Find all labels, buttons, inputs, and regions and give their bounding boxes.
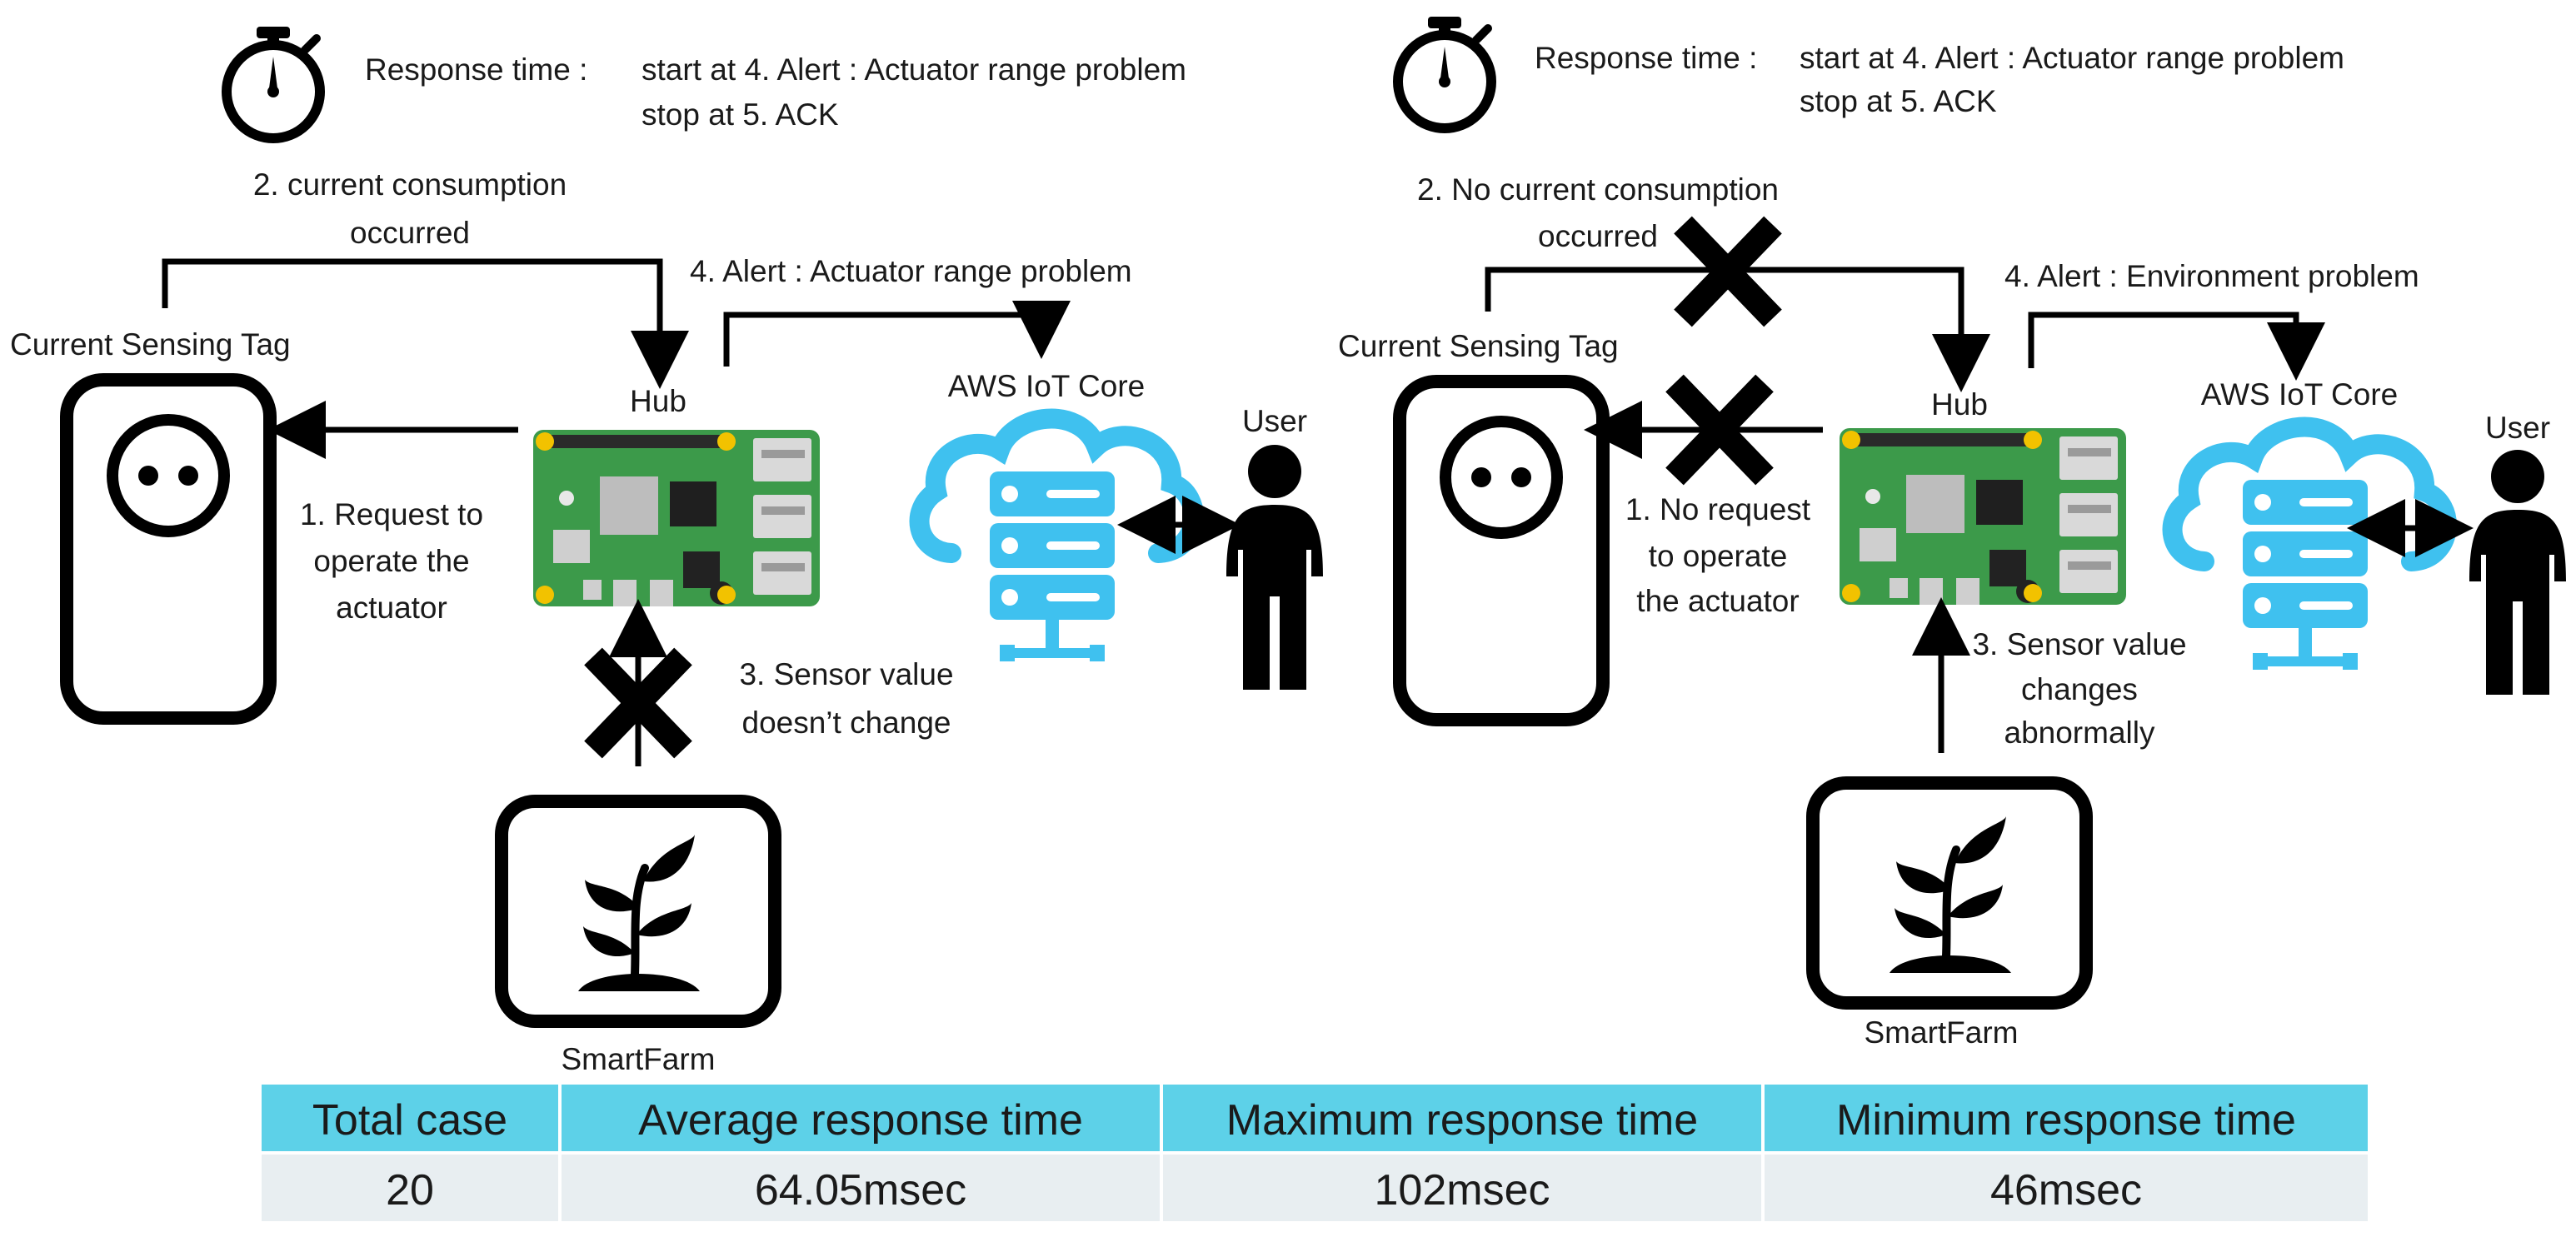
header-average-time: Average response time — [638, 1096, 1083, 1145]
step1-line2: operate the — [313, 544, 469, 578]
step3-line2: changes — [2021, 672, 2138, 706]
response-label: Response time : — [1535, 41, 1757, 75]
user-label: User — [2485, 411, 2550, 445]
step1-line1: 1. Request to — [300, 497, 483, 531]
raspberry-pi-board-icon — [533, 430, 820, 606]
user-icon — [2469, 450, 2566, 695]
response-label: Response time : — [365, 52, 587, 87]
header-cell — [262, 1085, 558, 1151]
header-minimum-time: Minimum response time — [1836, 1096, 2296, 1145]
step3-line1: 3. Sensor value — [1972, 627, 2186, 661]
farm-label: SmartFarm — [1865, 1015, 2019, 1050]
value-minimum-time: 46msec — [1990, 1166, 2142, 1215]
response-start-text: start at 4. Alert : Actuator range probl… — [642, 52, 1186, 87]
plant-icon — [502, 801, 775, 1021]
step4-text: 4. Alert : Environment problem — [2004, 259, 2419, 293]
step1-line1: 1. No request — [1625, 492, 1811, 526]
cloud-server-icon — [2173, 427, 2447, 670]
step2-line1: 2. current consumption — [253, 167, 567, 202]
step1-line2: to operate — [1649, 539, 1788, 573]
step1-line3: the actuator — [1636, 584, 1799, 618]
value-cell — [262, 1155, 558, 1221]
alert-arrow — [723, 301, 1071, 367]
response-start-text: start at 4. Alert : Actuator range probl… — [1800, 41, 2344, 75]
right-panel: Response time : start at 4. Alert : Actu… — [1338, 17, 2566, 1050]
value-maximum-time: 102msec — [1375, 1166, 1550, 1215]
step3-line1: 3. Sensor value — [739, 657, 953, 691]
stopwatch-icon — [1398, 17, 1491, 128]
response-stop-text: stop at 5. ACK — [642, 97, 839, 132]
cloud-server-icon — [920, 419, 1194, 661]
farm-label: SmartFarm — [562, 1042, 716, 1076]
step2-line2: occurred — [1538, 219, 1658, 253]
header-cell — [562, 1085, 1160, 1151]
value-total-case: 20 — [386, 1166, 434, 1215]
plant-icon — [1813, 783, 2086, 1003]
current-consumption-arrow — [162, 258, 689, 389]
hub-label: Hub — [630, 384, 686, 418]
value-cell — [1163, 1155, 1761, 1221]
user-label: User — [1242, 404, 1307, 438]
value-cell — [1765, 1155, 2368, 1221]
value-cell — [562, 1155, 1160, 1221]
tag-label: Current Sensing Tag — [1338, 329, 1619, 363]
value-average-time: 64.05msec — [755, 1166, 966, 1215]
cloud-label: AWS IoT Core — [2201, 377, 2398, 412]
cloud-label: AWS IoT Core — [948, 369, 1145, 403]
socket-tag-icon — [1400, 382, 1603, 720]
header-maximum-time: Maximum response time — [1226, 1096, 1698, 1145]
hub-label: Hub — [1931, 387, 1988, 421]
socket-tag-icon — [67, 380, 270, 718]
step4-text: 4. Alert : Actuator range problem — [690, 254, 1132, 288]
response-stop-text: stop at 5. ACK — [1800, 84, 1997, 118]
user-icon — [1226, 445, 1323, 690]
alert-arrow — [2028, 312, 2325, 381]
step3-line2: doesn’t change — [742, 706, 951, 740]
step2-line1: 2. No current consumption — [1417, 172, 1779, 207]
step2-line2: occurred — [350, 216, 470, 250]
raspberry-pi-board-icon — [1840, 428, 2126, 605]
stopwatch-icon — [227, 27, 320, 138]
header-cell — [1163, 1085, 1761, 1151]
left-panel: Response time : start at 4. Alert : Actu… — [10, 27, 1323, 1076]
results-table: Total case Average response time Maximum… — [262, 1085, 2368, 1221]
step3-line3: abnormally — [2004, 716, 2155, 750]
header-total-case: Total case — [312, 1096, 507, 1145]
header-cell — [1765, 1085, 2368, 1151]
step1-line3: actuator — [336, 591, 447, 625]
tag-label: Current Sensing Tag — [10, 327, 291, 362]
